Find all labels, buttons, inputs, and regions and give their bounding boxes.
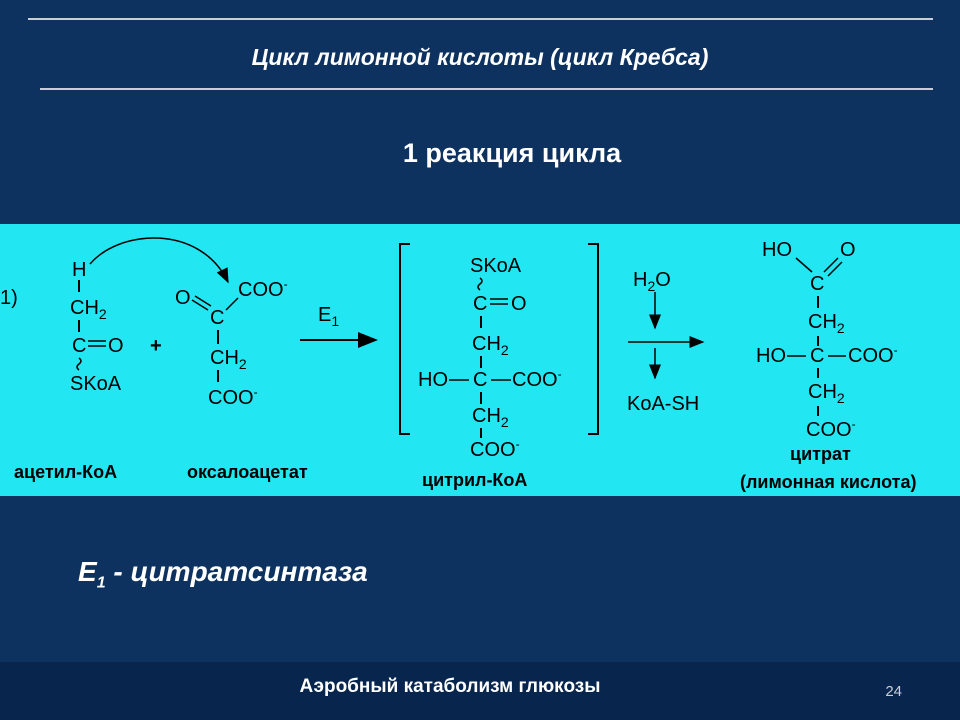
- citryl-coa-label: цитрил-КоА: [422, 470, 527, 490]
- oxaloacetate-label: оксалоацетат: [187, 462, 308, 482]
- subscript: 2: [837, 320, 845, 336]
- atom: HO: [762, 239, 792, 261]
- atom: COO: [470, 439, 516, 461]
- curved-arrow: [89, 237, 229, 284]
- atom: O: [511, 293, 527, 315]
- page-number: 24: [885, 683, 902, 700]
- atom: COO: [806, 419, 852, 441]
- superscript: -: [852, 417, 856, 431]
- atom: O: [108, 335, 124, 357]
- subscript: 2: [501, 342, 509, 358]
- atom: CH: [70, 297, 99, 319]
- svg-text:COO-: COO-: [238, 277, 288, 301]
- svg-text:CH2: CH2: [472, 333, 509, 358]
- wavy-bond: [477, 277, 483, 291]
- superscript: -: [558, 367, 562, 381]
- svg-text:CH2: CH2: [70, 297, 107, 322]
- atom: SKoA: [70, 373, 122, 395]
- left-bracket: [399, 243, 410, 435]
- atom: H: [72, 259, 86, 281]
- slide-title: Цикл лимонной кислоты (цикл Кребса): [251, 44, 709, 70]
- acetyl-coa-structure: H CH2 C O SKoA: [70, 259, 124, 395]
- svg-text:COO-: COO-: [208, 385, 258, 409]
- svg-text:COO-: COO-: [470, 437, 520, 461]
- oxaloacetate-structure: O C COO- CH2 COO-: [175, 277, 288, 409]
- right-bracket: [588, 243, 599, 435]
- atom: CH: [808, 311, 837, 333]
- atom: C: [210, 307, 224, 329]
- top-rule: [28, 18, 933, 20]
- atom: C: [72, 335, 86, 357]
- svg-text:CH2: CH2: [210, 347, 247, 372]
- double-bond: [827, 261, 843, 277]
- subscript: 2: [837, 390, 845, 406]
- superscript: -: [894, 343, 898, 357]
- citrate-alt-label: (лимонная кислота): [740, 472, 916, 492]
- svg-text:COO-: COO-: [512, 367, 562, 391]
- atom: C: [810, 273, 824, 295]
- subscript: 2: [99, 306, 107, 322]
- title-underline: [40, 88, 933, 90]
- atom: O: [840, 239, 856, 261]
- svg-text:H2O: H2O: [633, 269, 671, 294]
- double-bond: [823, 257, 839, 273]
- superscript: -: [254, 385, 258, 399]
- atom: HO: [756, 345, 786, 367]
- atom: C: [473, 293, 487, 315]
- atom: CH: [472, 405, 501, 427]
- svg-text:CH2: CH2: [808, 381, 845, 406]
- atom: CH: [210, 347, 239, 369]
- atom: O: [175, 287, 191, 309]
- water-h: H: [633, 269, 647, 291]
- enzyme-index: 1: [331, 313, 339, 329]
- acetyl-coa-label: ацетил-КоА: [14, 462, 117, 482]
- wavy-bond: [76, 357, 82, 371]
- atom: COO: [512, 369, 558, 391]
- svg-text:E1: E1: [318, 304, 339, 329]
- enzyme-symbol: Е: [78, 556, 97, 587]
- water-o: O: [655, 269, 671, 291]
- citrate-structure: HO O C CH2 HO C COO- CH2 COO-: [756, 239, 898, 441]
- svg-text:COO-: COO-: [806, 417, 856, 441]
- footer-text: Аэробный катаболизм глюкозы: [299, 676, 601, 697]
- double-bond: [194, 295, 212, 307]
- reaction-panel: 1) H CH2 C O SKoA ацетил-КоА + O C COO- …: [0, 224, 960, 496]
- reaction-number: 1): [0, 287, 18, 309]
- enzyme-subscript: 1: [96, 574, 106, 592]
- atom: C: [473, 369, 487, 391]
- enzyme-label: E: [318, 304, 331, 326]
- atom: COO: [848, 345, 894, 367]
- atom: CH: [472, 333, 501, 355]
- enzyme-definition: Е1 - цитратсинтаза: [78, 556, 368, 593]
- svg-text:CH2: CH2: [472, 405, 509, 430]
- plus-sign: +: [150, 335, 162, 357]
- enzyme-name: - цитратсинтаза: [105, 556, 368, 587]
- subscript: 2: [501, 414, 509, 430]
- svg-text:COO-: COO-: [848, 343, 898, 367]
- bond: [225, 297, 239, 311]
- citryl-coa-structure: SKoA C O CH2 HO C COO- CH2 COO-: [418, 255, 562, 461]
- citrate-label: цитрат: [790, 444, 851, 464]
- reaction-scheme: 1) H CH2 C O SKoA ацетил-КоА + O C COO- …: [0, 237, 916, 492]
- bond: [795, 257, 813, 273]
- atom: HO: [418, 369, 448, 391]
- atom: C: [810, 345, 824, 367]
- footer-bar: [0, 662, 960, 720]
- atom: COO: [208, 387, 254, 409]
- superscript: -: [284, 277, 288, 291]
- atom: SKoA: [470, 255, 522, 277]
- subscript: 2: [239, 356, 247, 372]
- slide-subtitle: 1 реакция цикла: [402, 138, 622, 168]
- double-bond: [191, 299, 209, 311]
- atom: CH: [808, 381, 837, 403]
- atom: COO: [238, 279, 284, 301]
- released-coa-sh: KoA-SH: [627, 393, 699, 415]
- superscript: -: [516, 437, 520, 451]
- svg-text:CH2: CH2: [808, 311, 845, 336]
- water-sub: 2: [647, 278, 655, 294]
